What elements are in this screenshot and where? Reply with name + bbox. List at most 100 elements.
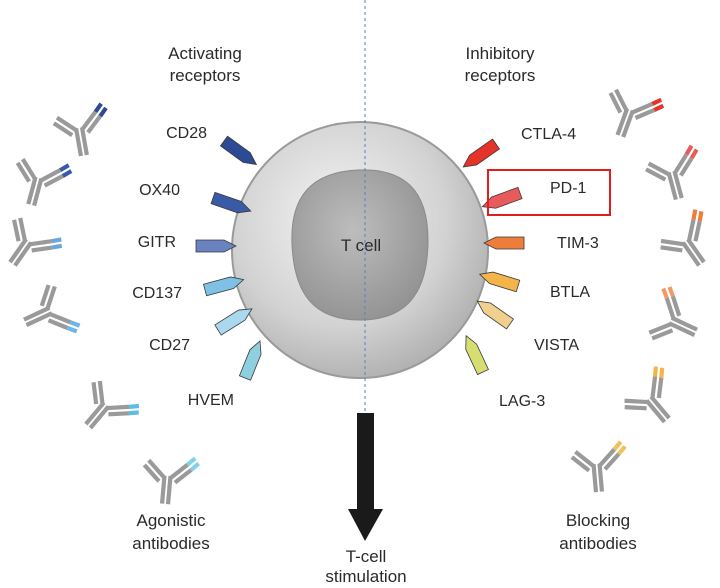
- blocking-antibody-5-tip: [652, 366, 665, 378]
- receptor-gitr-label: GITR: [138, 234, 176, 251]
- agonistic-antibody-3-left-arm: [12, 217, 28, 242]
- heading-activating-line2: receptors: [170, 66, 241, 85]
- agonistic-antibody-3-right-arm-base: [29, 239, 53, 253]
- receptor-lag3-shape: [465, 334, 489, 376]
- receptor-ox40-shape: [210, 191, 252, 214]
- blocking-antibody-2-left-arm: [645, 161, 671, 182]
- blocking-antibody-3-stem: [681, 237, 706, 267]
- agonistic-antibody-1-right-arm-base: [80, 110, 102, 134]
- agonistic-antibody-5-tip: [128, 403, 140, 416]
- blocking-antibodies: [570, 88, 706, 493]
- receptor-btla: BTLA: [478, 271, 590, 301]
- blocking-antibody-4: [648, 286, 698, 341]
- receptor-cd28-shape: [219, 135, 258, 166]
- agonistic-antibody-2-stem: [26, 176, 44, 207]
- blocking-antibody-3: [660, 209, 706, 267]
- agonistic-antibody-4: [23, 284, 81, 334]
- blocking-antibody-5-right-arm-base: [650, 376, 664, 399]
- blocking-antibody-1: [608, 88, 665, 138]
- stimulation-arrow: [348, 413, 383, 541]
- blocking-antibody-6: [570, 440, 627, 493]
- receptor-hvem-label: HVEM: [188, 392, 234, 409]
- agonistic-antibody-4-tip: [66, 320, 81, 334]
- blocking-antibody-5: [624, 366, 671, 424]
- heading-inhibitory-line2: receptors: [465, 66, 536, 85]
- receptor-ox40: OX40: [139, 182, 252, 214]
- stimulation-arrow-shaft: [357, 413, 374, 511]
- receptor-cd27-shape: [214, 308, 253, 336]
- agonistic-antibodies: [8, 102, 201, 505]
- receptor-pd1-label: PD-1: [550, 180, 587, 197]
- blocking-antibody-1-stem: [615, 107, 635, 138]
- receptor-btla-label: BTLA: [550, 284, 590, 301]
- receptor-cd137-shape: [202, 276, 245, 297]
- agonistic-antibody-5-left-arm: [91, 380, 105, 405]
- receptor-cd137: CD137: [132, 276, 245, 302]
- receptor-gitr: GITR: [138, 234, 237, 253]
- agonistic-antibody-6-stem: [159, 475, 173, 505]
- receptor-ctla4-shape: [462, 138, 500, 168]
- blocking-antibody-6-left-arm: [570, 450, 596, 473]
- caption-blocking-line2: antibodies: [559, 534, 637, 553]
- blocking-antibody-6-tip: [612, 440, 627, 456]
- agonistic-antibody-3-tip: [51, 237, 63, 250]
- t-cell: T cell: [231, 121, 489, 379]
- receptor-ox40-label: OX40: [139, 182, 180, 199]
- blocking-antibody-3-left-arm: [660, 238, 685, 253]
- agonistic-antibody-6-right-arm-base: [168, 463, 193, 485]
- blocking-antibody-1-left-arm: [608, 88, 629, 114]
- receptor-cd27: CD27: [149, 308, 253, 354]
- caption-agonistic-line2: antibodies: [132, 534, 210, 553]
- heading-activating-line1: Activating: [168, 44, 242, 63]
- blocking-antibody-3-right-arm-base: [686, 218, 702, 242]
- receptor-tim3-shape: [483, 236, 525, 250]
- receptor-cd137-label: CD137: [132, 285, 182, 302]
- blocking-antibody-5-left-arm: [624, 398, 648, 411]
- agonistic-antibody-2: [15, 157, 73, 207]
- receptor-vista-shape: [476, 300, 514, 330]
- blocking-antibody-3-tip: [691, 209, 704, 222]
- blocking-antibody-6-stem: [591, 463, 605, 493]
- agonistic-antibody-6-tip: [186, 456, 201, 472]
- blocking-antibody-6-right-arm-base: [598, 447, 621, 471]
- agonistic-antibody-1-tip: [93, 102, 108, 118]
- blocking-antibody-4-tip: [661, 286, 675, 299]
- agonistic-antibody-1: [52, 102, 108, 157]
- agonistic-antibody-4-right-arm-base: [47, 312, 72, 330]
- blocking-antibody-1-tip: [651, 97, 665, 112]
- receptor-tim3: TIM-3: [483, 235, 599, 252]
- pd1-highlight-box: [487, 169, 611, 216]
- receptor-gitr-shape: [195, 239, 237, 253]
- agonistic-antibody-2-left-arm: [15, 157, 37, 183]
- blocking-antibody-5-stem: [644, 395, 671, 424]
- agonistic-antibody-4-stem: [23, 305, 53, 327]
- blocking-antibody-4-left-arm: [648, 322, 674, 341]
- agonistic-antibody-5-right-arm-base: [107, 404, 130, 417]
- receptor-btla-shape: [478, 271, 521, 293]
- blocking-antibody-4-stem: [668, 315, 698, 337]
- blocking-antibody-1-right-arm-base: [631, 101, 656, 120]
- blocking-antibody-2: [645, 144, 699, 201]
- heading-inhibitory-line1: Inhibitory: [466, 44, 535, 63]
- receptor-lag3-label: LAG-3: [499, 393, 545, 410]
- receptor-vista-label: VISTA: [534, 337, 579, 354]
- agonistic-antibody-4-left-arm: [39, 284, 57, 310]
- blocking-antibody-2-right-arm-base: [673, 153, 694, 177]
- agonistic-antibody-2-tip: [59, 163, 73, 178]
- stimulation-label-line2: stimulation: [325, 567, 406, 586]
- agonistic-antibody-6-left-arm: [142, 458, 166, 483]
- receptor-pd1: PD-1: [481, 180, 587, 209]
- receptor-hvem: HVEM: [188, 340, 262, 409]
- agonistic-antibody-3-stem: [8, 237, 33, 267]
- receptor-ctla4-label: CTLA-4: [521, 126, 576, 143]
- blocking-antibody-2-stem: [666, 170, 684, 201]
- receptor-lag3: LAG-3: [465, 334, 545, 410]
- t-cell-nucleus: [291, 169, 429, 321]
- blocking-antibody-2-tip: [684, 144, 699, 160]
- agonistic-antibody-1-left-arm: [52, 115, 78, 137]
- stimulation-arrow-head: [348, 509, 383, 541]
